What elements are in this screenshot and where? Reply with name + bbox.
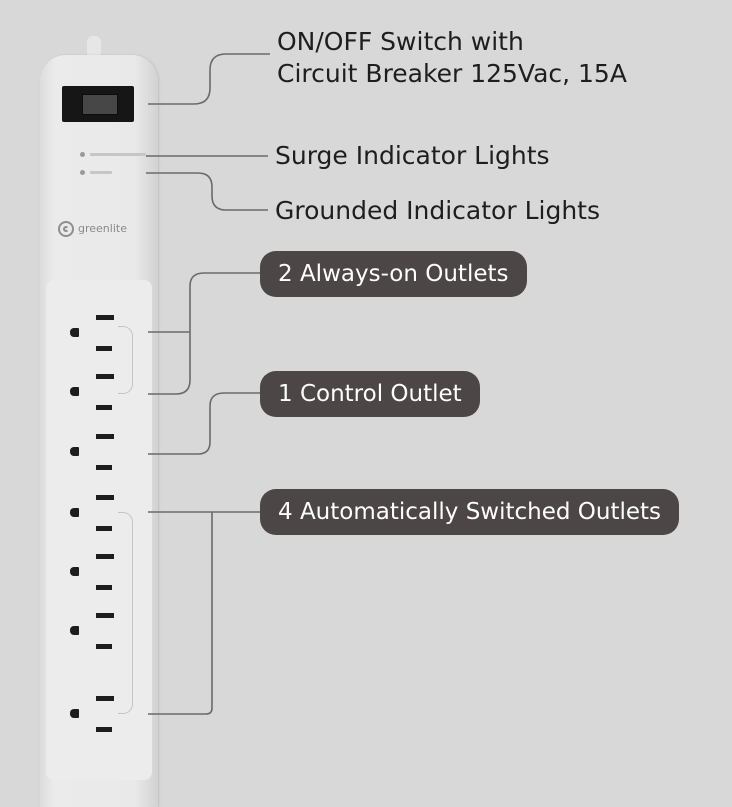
- power-cord: [87, 36, 101, 58]
- outlet-switched-4: [70, 690, 120, 736]
- outlet-control: [70, 428, 120, 474]
- led-caption-mark: [90, 153, 146, 156]
- outlet-always-on-1: [70, 309, 120, 355]
- greenlite-logo-icon: [58, 221, 74, 237]
- outlet-switched-1: [70, 489, 120, 535]
- led-caption-mark: [90, 171, 112, 174]
- outlet-group-bracket: [118, 326, 133, 394]
- switch-label-line-2: Circuit Breaker 125Vac, 15A: [277, 59, 627, 88]
- grounded-label: Grounded Indicator Lights: [275, 196, 600, 225]
- outlet-group-bracket: [118, 512, 133, 714]
- switched-pill: 4 Automatically Switched Outlets: [260, 489, 680, 535]
- outlet-switched-3: [70, 607, 120, 653]
- always-on-pill: 2 Always-on Outlets: [260, 251, 527, 297]
- control-leader-line: [148, 392, 262, 455]
- on-off-switch: [62, 86, 134, 122]
- brand-logo-text: greenlite: [78, 222, 127, 235]
- switch-rocker-icon: [82, 94, 118, 115]
- outlet-switched-2: [70, 548, 120, 594]
- outlet-always-on-2: [70, 368, 120, 414]
- grounded-leader-line: [146, 172, 268, 211]
- switch-label-line-1: ON/OFF Switch with: [277, 27, 524, 56]
- control-pill: 1 Control Outlet: [260, 371, 480, 417]
- surge-label: Surge Indicator Lights: [275, 141, 550, 170]
- grounded-indicator-led: [80, 170, 85, 175]
- surge-indicator-led: [80, 152, 85, 157]
- always-on-leader-line: [148, 272, 262, 395]
- switched-leader-line: [148, 511, 262, 715]
- switch-leader-line: [148, 53, 270, 105]
